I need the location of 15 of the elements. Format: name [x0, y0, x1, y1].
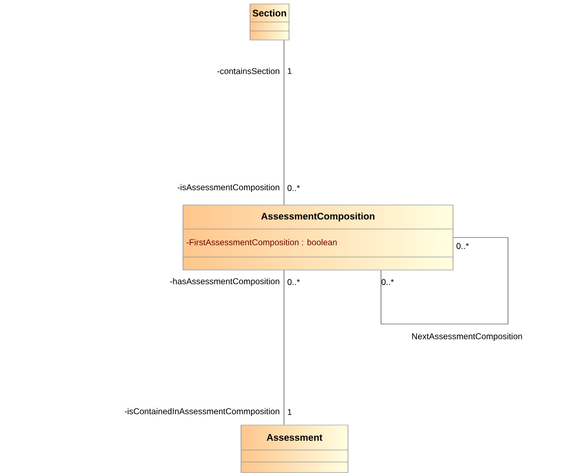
multiplicity: 1	[288, 409, 292, 415]
role-name: -isContainedInAssessmentCommposition	[124, 408, 280, 416]
multiplicity: 1	[288, 68, 292, 74]
role-name: -hasAssessmentComposition	[170, 278, 280, 286]
edge-label: NextAssessmentComposition	[410, 332, 524, 342]
multiplicity: 0..*	[288, 279, 300, 285]
multiplicity: 0..*	[456, 243, 469, 249]
multiplicity: 0..*	[382, 279, 394, 285]
class-box: Section	[250, 4, 290, 40]
multiplicity: 0..*	[288, 185, 300, 191]
role-name: -containsSection	[217, 68, 280, 74]
class-box: AssessmentComposition -FirstAssessmentComposition : boolean	[182, 204, 454, 270]
role-name: -isAssessmentComposition	[178, 184, 280, 192]
class-box: Assessment	[240, 424, 348, 473]
association-line	[380, 237, 508, 324]
